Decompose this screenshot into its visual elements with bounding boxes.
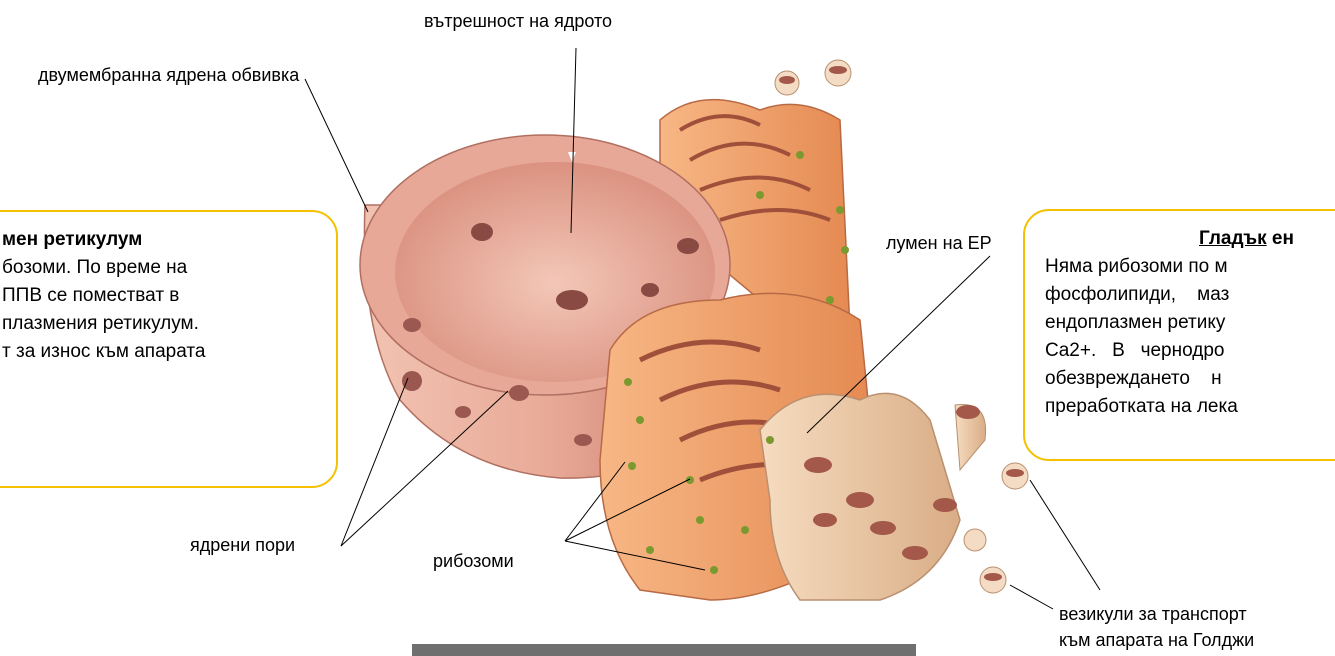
rough-er-box-line: ППВ се поместват в	[2, 282, 318, 310]
label-vesicles-line2: към апарата на Голджи	[1059, 631, 1254, 649]
label-double-membrane: двумембранна ядрена обвивка	[38, 66, 299, 84]
label-nuclear-pores: ядрени пори	[190, 536, 295, 554]
smooth-er-box-line: обезвреждането н	[1045, 365, 1335, 393]
rough-er-box-line: т за износ към апарата	[2, 338, 318, 366]
rough-er-box-title: мен ретикулум	[2, 226, 318, 254]
smooth-er-box-line: ендоплазмен ретику	[1045, 309, 1335, 337]
smooth-er-info-box: Гладък ен Няма рибозоми по м фосфолипиди…	[1023, 209, 1335, 461]
smooth-er-box-line: преработката на лека	[1045, 393, 1335, 421]
smooth-er-box-line: Ca2+. В чернодро	[1045, 337, 1335, 365]
rough-er-box-line: бозоми. По време на	[2, 254, 318, 282]
rough-er-box-line: плазмения ретикулум.	[2, 310, 318, 338]
smooth-er	[760, 393, 986, 600]
smooth-er-box-line: фосфолипиди, маз	[1045, 281, 1335, 309]
label-nucleus-interior: вътрешност на ядрото	[424, 12, 612, 30]
label-er-lumen: лумен на ЕР	[886, 234, 992, 252]
smooth-er-box-line: Няма рибозоми по м	[1045, 253, 1335, 281]
label-ribosomes: рибозоми	[433, 552, 514, 570]
rough-er-info-box: мен ретикулум бозоми. По време на ППВ се…	[0, 210, 338, 488]
smooth-er-box-title: Гладък ен	[1045, 225, 1335, 253]
label-vesicles-line1: везикули за транспорт	[1059, 605, 1247, 623]
bottom-scroll-bar[interactable]	[412, 644, 916, 656]
